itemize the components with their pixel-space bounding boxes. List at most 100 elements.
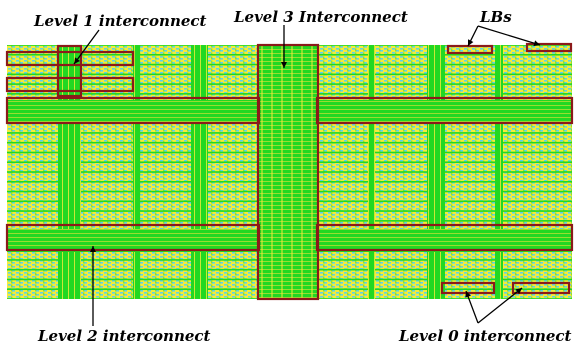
logic-block — [445, 250, 495, 260]
logic-block — [208, 65, 258, 74]
logic-block — [208, 84, 258, 94]
level-1-leader — [73, 29, 100, 65]
logic-block — [318, 182, 368, 191]
lbs-leader — [477, 25, 541, 46]
logic-block — [81, 65, 133, 74]
logic-block — [503, 280, 572, 289]
logic-block — [445, 45, 495, 54]
logic-block — [208, 260, 258, 269]
level-2-leader-head — [90, 246, 96, 252]
logic-block — [318, 163, 368, 172]
central-routing-channel — [259, 46, 317, 298]
logic-block — [208, 133, 258, 142]
logic-block — [140, 133, 191, 142]
logic-block — [503, 143, 572, 152]
logic-block — [375, 133, 427, 142]
logic-block — [503, 75, 572, 84]
logic-block — [318, 65, 368, 74]
logic-block — [503, 133, 572, 142]
vertical-routing-channel — [368, 45, 375, 299]
logic-block — [7, 192, 58, 201]
logic-block — [7, 123, 58, 133]
level-1-interconnect-frame — [5, 50, 135, 67]
logic-block — [375, 55, 427, 64]
logic-block — [208, 143, 258, 152]
logic-block — [318, 250, 368, 260]
logic-block — [375, 45, 427, 54]
logic-block — [445, 290, 495, 299]
logic-block — [7, 133, 58, 142]
logic-block — [445, 55, 495, 64]
logic-block — [445, 172, 495, 181]
logic-block — [445, 153, 495, 162]
vertical-routing-channel — [191, 45, 208, 299]
logic-block — [503, 84, 572, 94]
logic-block — [208, 280, 258, 289]
logic-block — [208, 163, 258, 172]
logic-block — [81, 143, 133, 152]
logic-block — [503, 65, 572, 74]
lb-frame — [446, 44, 494, 55]
logic-block — [81, 172, 133, 181]
logic-block — [318, 133, 368, 142]
logic-block — [318, 172, 368, 181]
logic-block — [375, 123, 427, 133]
logic-block — [318, 84, 368, 94]
logic-block — [7, 153, 58, 162]
logic-block — [140, 65, 191, 74]
level-2-interconnect-label: Level 2 interconnect — [38, 327, 211, 345]
logic-block — [503, 45, 572, 54]
logic-block — [81, 250, 133, 260]
logic-block — [81, 290, 133, 299]
logic-block — [375, 290, 427, 299]
logic-block — [140, 143, 191, 152]
level-0-leader — [477, 287, 523, 324]
logic-block — [503, 55, 572, 64]
logic-block — [375, 143, 427, 152]
logic-block — [208, 211, 258, 221]
logic-block — [208, 202, 258, 211]
logic-block — [140, 45, 191, 54]
level-0-leader-head — [515, 288, 522, 295]
logic-block — [7, 163, 58, 172]
logic-block — [7, 182, 58, 191]
logic-block — [445, 260, 495, 269]
logic-block — [81, 260, 133, 269]
logic-array — [7, 45, 572, 299]
logic-block — [445, 211, 495, 221]
logic-block — [375, 211, 427, 221]
logic-block — [318, 290, 368, 299]
logic-block — [7, 143, 58, 152]
logic-block — [318, 211, 368, 221]
level-1-interconnect-frame — [56, 44, 83, 98]
logic-block — [81, 211, 133, 221]
logic-block — [445, 202, 495, 211]
logic-block — [140, 192, 191, 201]
logic-block — [375, 270, 427, 279]
logic-block — [318, 75, 368, 84]
logic-block — [7, 84, 58, 94]
logic-block — [140, 153, 191, 162]
logic-block — [503, 211, 572, 221]
logic-block — [81, 182, 133, 191]
logic-block — [445, 84, 495, 94]
logic-block — [445, 192, 495, 201]
level-0-leader-head — [465, 291, 471, 298]
logic-block — [140, 172, 191, 181]
logic-block — [503, 153, 572, 162]
logic-block — [375, 172, 427, 181]
logic-block — [140, 123, 191, 133]
logic-block — [375, 182, 427, 191]
logic-block — [208, 123, 258, 133]
logic-block — [445, 270, 495, 279]
logic-block — [81, 45, 133, 54]
logic-block — [375, 260, 427, 269]
level-2-interconnect-frame — [5, 96, 261, 125]
level-1-leader-head — [74, 57, 80, 64]
logic-block — [375, 250, 427, 260]
logic-block — [208, 192, 258, 201]
logic-block — [7, 75, 58, 84]
logic-block — [81, 133, 133, 142]
